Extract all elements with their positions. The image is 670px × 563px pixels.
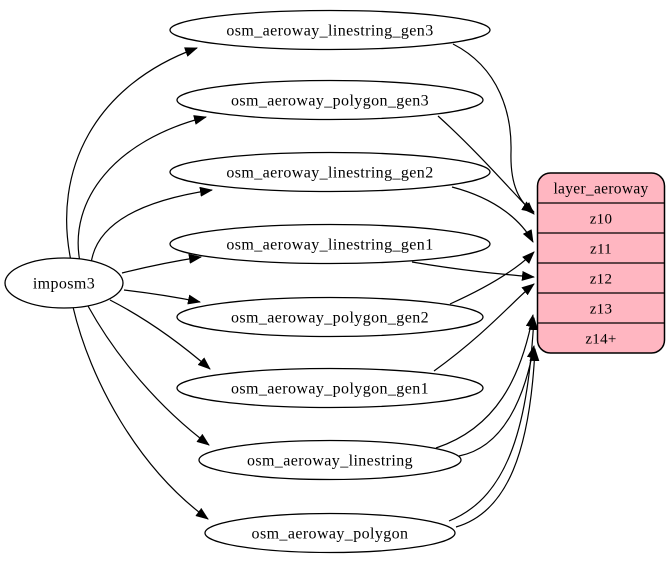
table-ellipse	[176, 296, 484, 338]
node-osm_aeroway_linestring: osm_aeroway_linestring	[198, 439, 462, 481]
table-ellipse	[198, 439, 462, 481]
imposm3-label: imposm3	[33, 276, 95, 293]
table-ellipse	[176, 367, 484, 409]
node-imposm3: imposm3	[4, 257, 124, 309]
edge-imposm3-to-osm_aeroway_polygon_gen3	[77, 115, 207, 263]
table-label: osm_aeroway_polygon_gen2	[231, 310, 429, 327]
table-label: osm_aeroway_polygon_gen3	[231, 93, 429, 110]
layer-row-z13: z13	[590, 302, 613, 318]
edge-osm_aeroway_polygon_gen3-to-z10	[437, 115, 535, 215]
layer-row-z11: z11	[590, 242, 612, 258]
table-label: osm_aeroway_polygon_gen1	[231, 381, 429, 398]
node-layer_aeroway: layer_aeroway z10 z11 z12 z13 z14+	[536, 172, 666, 354]
node-osm_aeroway_polygon_gen1: osm_aeroway_polygon_gen1	[176, 367, 484, 409]
edge-imposm3-to-osm_aeroway_polygon_gen1	[109, 299, 211, 370]
edge-imposm3-to-osm_aeroway_polygon_gen2	[123, 289, 201, 305]
edge-imposm3-to-osm_aeroway_linestring_gen2	[90, 186, 213, 265]
node-osm_aeroway_polygon_gen3: osm_aeroway_polygon_gen3	[176, 79, 484, 121]
edge-osm_aeroway_polygon_gen2-to-z11	[449, 251, 535, 305]
table-ellipse	[204, 512, 456, 554]
layer-row-z14plus: z14+	[585, 332, 616, 348]
edge-imposm3-to-osm_aeroway_linestring_gen1	[121, 253, 202, 274]
table-ellipse	[176, 79, 484, 121]
table-ellipse	[169, 151, 491, 193]
node-osm_aeroway_linestring_gen2: osm_aeroway_linestring_gen2	[169, 151, 491, 193]
table-ellipse	[169, 223, 491, 265]
edges-tables-to-layer	[411, 43, 540, 528]
table-ellipse	[169, 9, 491, 51]
edge-osm_aeroway_linestring_gen3-to-z10	[452, 43, 535, 213]
layer-title: layer_aeroway	[553, 181, 648, 198]
node-osm_aeroway_polygon: osm_aeroway_polygon	[204, 512, 456, 554]
table-label: osm_aeroway_linestring_gen1	[226, 237, 433, 254]
edges-source-to-tables	[66, 47, 213, 520]
edge-osm_aeroway_linestring_gen2-to-z11	[451, 186, 534, 243]
table-label: osm_aeroway_linestring_gen3	[226, 23, 433, 40]
edge-imposm3-to-osm_aeroway_linestring_gen3	[66, 47, 198, 262]
edge-osm_aeroway_linestring_gen1-to-z12	[411, 261, 535, 281]
node-osm_aeroway_polygon_gen2: osm_aeroway_polygon_gen2	[176, 296, 484, 338]
edge-osm_aeroway_linestring-to-z13	[435, 314, 536, 449]
layer-row-z12: z12	[590, 272, 613, 288]
edge-osm_aeroway_polygon-to-z14plus	[455, 348, 540, 528]
edge-osm_aeroway_polygon-to-z13	[448, 317, 539, 522]
table-label: osm_aeroway_linestring	[247, 453, 413, 470]
imposm3-ellipse	[4, 257, 124, 309]
edge-osm_aeroway_polygon_gen1-to-z12	[433, 283, 535, 372]
node-osm_aeroway_linestring_gen1: osm_aeroway_linestring_gen1	[169, 223, 491, 265]
table-label: osm_aeroway_polygon	[252, 526, 409, 543]
node-osm_aeroway_linestring_gen3: osm_aeroway_linestring_gen3	[169, 9, 491, 51]
table-label: osm_aeroway_linestring_gen2	[226, 165, 433, 182]
edge-imposm3-to-osm_aeroway_linestring	[87, 305, 210, 446]
edge-imposm3-to-osm_aeroway_polygon	[72, 306, 209, 520]
layer-row-z10: z10	[590, 212, 613, 228]
